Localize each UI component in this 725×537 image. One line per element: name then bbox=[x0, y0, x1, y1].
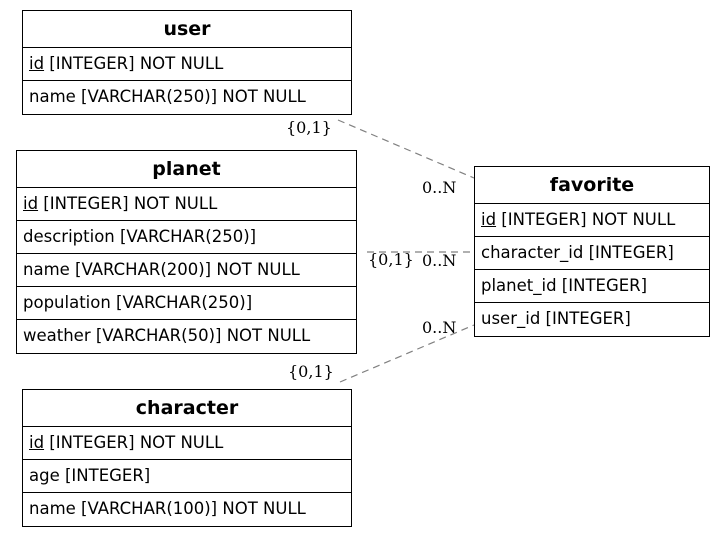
entity-row: name [VARCHAR(200)] NOT NULL bbox=[17, 254, 356, 287]
column-definition: character_id [INTEGER] bbox=[481, 243, 674, 262]
primary-key-label: id bbox=[23, 194, 39, 213]
entity-title: favorite bbox=[475, 167, 709, 204]
column-definition: [INTEGER] NOT NULL bbox=[44, 54, 224, 73]
column-definition: description [VARCHAR(250)] bbox=[23, 227, 257, 246]
column-definition: [INTEGER] NOT NULL bbox=[44, 433, 224, 452]
column-definition: [INTEGER] NOT NULL bbox=[496, 210, 676, 229]
entity-title: planet bbox=[17, 151, 356, 188]
column-definition: user_id [INTEGER] bbox=[481, 309, 631, 328]
column-definition: name [VARCHAR(100)] NOT NULL bbox=[29, 499, 306, 518]
entity-row: id [INTEGER] NOT NULL bbox=[475, 204, 709, 237]
entity-title: user bbox=[23, 11, 351, 48]
entity-row: age [INTEGER] bbox=[23, 460, 351, 493]
entity-planet[interactable]: planet id [INTEGER] NOT NULL description… bbox=[16, 150, 357, 354]
primary-key-label: id bbox=[481, 210, 497, 229]
entity-title: character bbox=[23, 390, 351, 427]
entity-favorite[interactable]: favorite id [INTEGER] NOT NULL character… bbox=[474, 166, 710, 337]
entity-row: name [VARCHAR(100)] NOT NULL bbox=[23, 493, 351, 526]
entity-row: user_id [INTEGER] bbox=[475, 303, 709, 336]
column-definition: [INTEGER] NOT NULL bbox=[38, 194, 218, 213]
cardinality-character-one: {0,1} bbox=[288, 362, 334, 381]
column-definition: name [VARCHAR(250)] NOT NULL bbox=[29, 87, 306, 106]
entity-row: name [VARCHAR(250)] NOT NULL bbox=[23, 81, 351, 114]
character-favorite-link bbox=[339, 324, 475, 383]
entity-row: population [VARCHAR(250)] bbox=[17, 287, 356, 320]
cardinality-character-many: 0..N bbox=[422, 318, 457, 337]
entity-row: planet_id [INTEGER] bbox=[475, 270, 709, 303]
column-definition: planet_id [INTEGER] bbox=[481, 276, 648, 295]
entity-row: id [INTEGER] NOT NULL bbox=[23, 48, 351, 81]
cardinality-planet-one: {0,1} bbox=[368, 250, 414, 269]
user-favorite-link bbox=[337, 119, 475, 179]
primary-key-label: id bbox=[29, 54, 45, 73]
cardinality-user-many: 0..N bbox=[422, 178, 457, 197]
column-definition: age [INTEGER] bbox=[29, 466, 151, 485]
column-definition: name [VARCHAR(200)] NOT NULL bbox=[23, 260, 300, 279]
entity-row: id [INTEGER] NOT NULL bbox=[23, 427, 351, 460]
cardinality-user-one: {0,1} bbox=[286, 118, 332, 137]
entity-character[interactable]: character id [INTEGER] NOT NULL age [INT… bbox=[22, 389, 352, 527]
entity-row: character_id [INTEGER] bbox=[475, 237, 709, 270]
cardinality-planet-many: 0..N bbox=[422, 251, 457, 270]
entity-row: description [VARCHAR(250)] bbox=[17, 221, 356, 254]
column-definition: weather [VARCHAR(50)] NOT NULL bbox=[23, 326, 311, 345]
entity-user[interactable]: user id [INTEGER] NOT NULL name [VARCHAR… bbox=[22, 10, 352, 115]
primary-key-label: id bbox=[29, 433, 45, 452]
entity-row: id [INTEGER] NOT NULL bbox=[17, 188, 356, 221]
entity-row: weather [VARCHAR(50)] NOT NULL bbox=[17, 320, 356, 353]
column-definition: population [VARCHAR(250)] bbox=[23, 293, 253, 312]
